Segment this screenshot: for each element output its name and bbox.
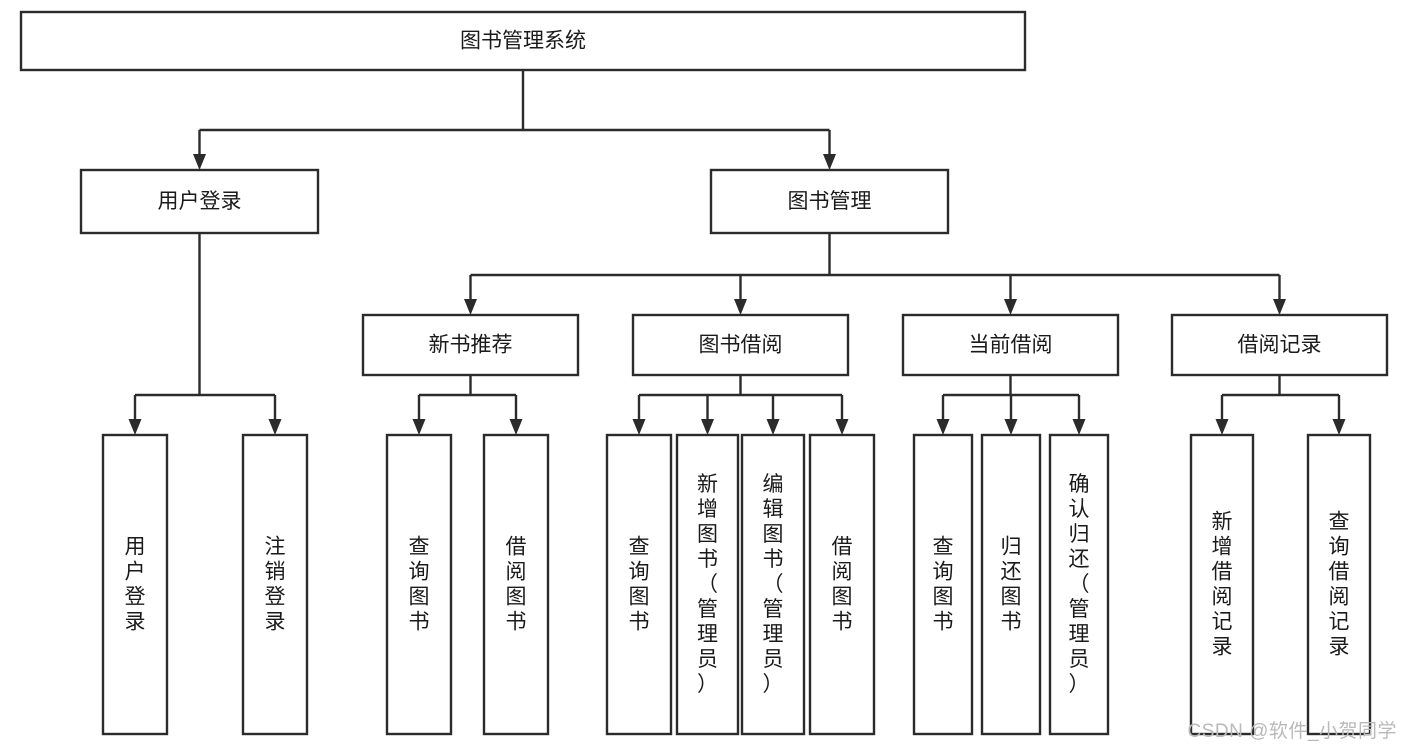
node-label-leaf-borrow-query-book: 查询图书	[629, 536, 650, 634]
node-label-user-login: 用户登录	[158, 190, 242, 213]
node-root[interactable]: 图书管理系统	[19, 10, 1027, 72]
node-box-book-manage	[709, 168, 950, 235]
node-box-current-borrow	[901, 313, 1120, 377]
arrow-head-leaf-cur-confirm-return	[1072, 419, 1086, 435]
node-box-leaf-cur-query-book	[912, 433, 974, 736]
connectors-layer	[128, 70, 1346, 435]
node-box-new-book-rec	[361, 313, 580, 377]
node-label-leaf-user-logout: 注销登录	[265, 536, 286, 634]
node-leaf-cur-confirm-return[interactable]: 确认归还（管理员）	[1048, 433, 1110, 736]
arrow-head-book-borrow	[734, 299, 747, 315]
node-leaf-borrow-add-book[interactable]: 新增图书（管理员）	[675, 433, 740, 736]
node-label-leaf-rec-query-book: 查询图书	[409, 536, 430, 634]
node-book-borrow[interactable]: 图书借阅	[631, 313, 850, 377]
arrow-head-leaf-rec-query-book	[412, 419, 426, 435]
node-box-leaf-user-login	[101, 433, 169, 736]
node-box-book-borrow	[631, 313, 850, 377]
node-box-user-login	[79, 168, 320, 235]
node-label-current-borrow: 当前借阅	[969, 334, 1053, 357]
node-box-root	[19, 10, 1027, 72]
node-box-leaf-rec-query-book	[385, 433, 453, 736]
node-current-borrow[interactable]: 当前借阅	[901, 313, 1120, 377]
node-label-leaf-borrow-edit-book: 编辑图书（管理员）	[763, 473, 784, 696]
node-label-borrow-record: 借阅记录	[1238, 334, 1322, 357]
node-label-leaf-rec-query-record: 查询借阅记录	[1329, 511, 1350, 659]
arrow-head-user-login	[193, 154, 206, 170]
node-label-leaf-cur-return-book: 归还图书	[1001, 536, 1022, 634]
node-box-leaf-rec-query-record	[1306, 433, 1372, 736]
node-box-leaf-cur-return-book	[980, 433, 1042, 736]
connector-group-book-manage	[464, 233, 1286, 315]
arrow-head-leaf-rec-query-record	[1332, 419, 1346, 435]
arrow-head-leaf-borrow-query-book	[632, 419, 646, 435]
node-leaf-cur-return-book[interactable]: 归还图书	[980, 433, 1042, 736]
node-box-leaf-user-logout	[241, 433, 309, 736]
arrow-head-current-borrow	[1004, 299, 1017, 315]
node-label-leaf-user-login: 用户登录	[125, 536, 146, 634]
node-box-leaf-borrow-query-book	[605, 433, 673, 736]
connector-group-root	[193, 70, 836, 170]
node-box-leaf-borrow-edit-book	[740, 433, 806, 736]
csdn-watermark: CSDN @软件_小贺同学	[1187, 721, 1397, 742]
node-box-leaf-borrow-borrow-book	[808, 433, 876, 736]
node-box-leaf-rec-add-record	[1189, 433, 1255, 736]
connector-group-book-borrow	[632, 375, 849, 435]
arrow-head-leaf-cur-query-book	[936, 419, 950, 435]
node-leaf-rec-add-record[interactable]: 新增借阅记录	[1189, 433, 1255, 736]
node-leaf-borrow-borrow-book[interactable]: 借阅图书	[808, 433, 876, 736]
node-borrow-record[interactable]: 借阅记录	[1170, 313, 1389, 377]
node-leaf-user-logout[interactable]: 注销登录	[241, 433, 309, 736]
node-leaf-rec-query-book[interactable]: 查询图书	[385, 433, 453, 736]
node-leaf-borrow-edit-book[interactable]: 编辑图书（管理员）	[740, 433, 806, 736]
node-label-root: 图书管理系统	[460, 30, 586, 53]
connector-group-user-login	[128, 233, 282, 435]
node-label-new-book-rec: 新书推荐	[429, 334, 513, 357]
node-leaf-borrow-query-book[interactable]: 查询图书	[605, 433, 673, 736]
arrow-head-borrow-record	[1273, 299, 1286, 315]
arrow-head-book-manage	[823, 154, 836, 170]
node-label-leaf-rec-add-record: 新增借阅记录	[1212, 511, 1233, 659]
node-label-book-borrow: 图书借阅	[699, 334, 783, 357]
arrow-head-leaf-user-login	[128, 419, 142, 435]
node-box-leaf-borrow-add-book	[675, 433, 740, 736]
node-label-leaf-cur-query-book: 查询图书	[933, 536, 954, 634]
node-label-leaf-borrow-borrow-book: 借阅图书	[832, 536, 853, 634]
arrow-head-leaf-rec-add-record	[1215, 419, 1229, 435]
arrow-head-leaf-borrow-edit-book	[766, 419, 780, 435]
node-box-leaf-cur-confirm-return	[1048, 433, 1110, 736]
arrow-head-leaf-borrow-borrow-book	[835, 419, 849, 435]
node-leaf-user-login[interactable]: 用户登录	[101, 433, 169, 736]
connector-group-new-book-rec	[412, 375, 523, 435]
node-label-book-manage: 图书管理	[788, 190, 872, 213]
nodes-layer: 图书管理系统用户登录图书管理新书推荐图书借阅当前借阅借阅记录用户登录注销登录查询…	[19, 10, 1389, 736]
node-leaf-rec-query-record[interactable]: 查询借阅记录	[1306, 433, 1372, 736]
connector-group-current-borrow	[936, 375, 1086, 435]
arrow-head-leaf-rec-borrow-book	[509, 419, 523, 435]
node-label-leaf-cur-confirm-return: 确认归还（管理员）	[1069, 473, 1090, 696]
node-box-leaf-rec-borrow-book	[482, 433, 550, 736]
arrow-head-leaf-borrow-add-book	[701, 419, 714, 435]
node-leaf-rec-borrow-book[interactable]: 借阅图书	[482, 433, 550, 736]
node-box-borrow-record	[1170, 313, 1389, 377]
arrow-head-leaf-user-logout	[268, 419, 282, 435]
arrow-head-new-book-rec	[464, 299, 477, 315]
node-leaf-cur-query-book[interactable]: 查询图书	[912, 433, 974, 736]
node-user-login[interactable]: 用户登录	[79, 168, 320, 235]
connector-group-borrow-record	[1215, 375, 1346, 435]
node-new-book-rec[interactable]: 新书推荐	[361, 313, 580, 377]
arrow-head-leaf-cur-return-book	[1004, 419, 1018, 435]
node-label-leaf-rec-borrow-book: 借阅图书	[506, 536, 527, 634]
node-label-leaf-borrow-add-book: 新增图书（管理员）	[697, 473, 718, 696]
node-book-manage[interactable]: 图书管理	[709, 168, 950, 235]
